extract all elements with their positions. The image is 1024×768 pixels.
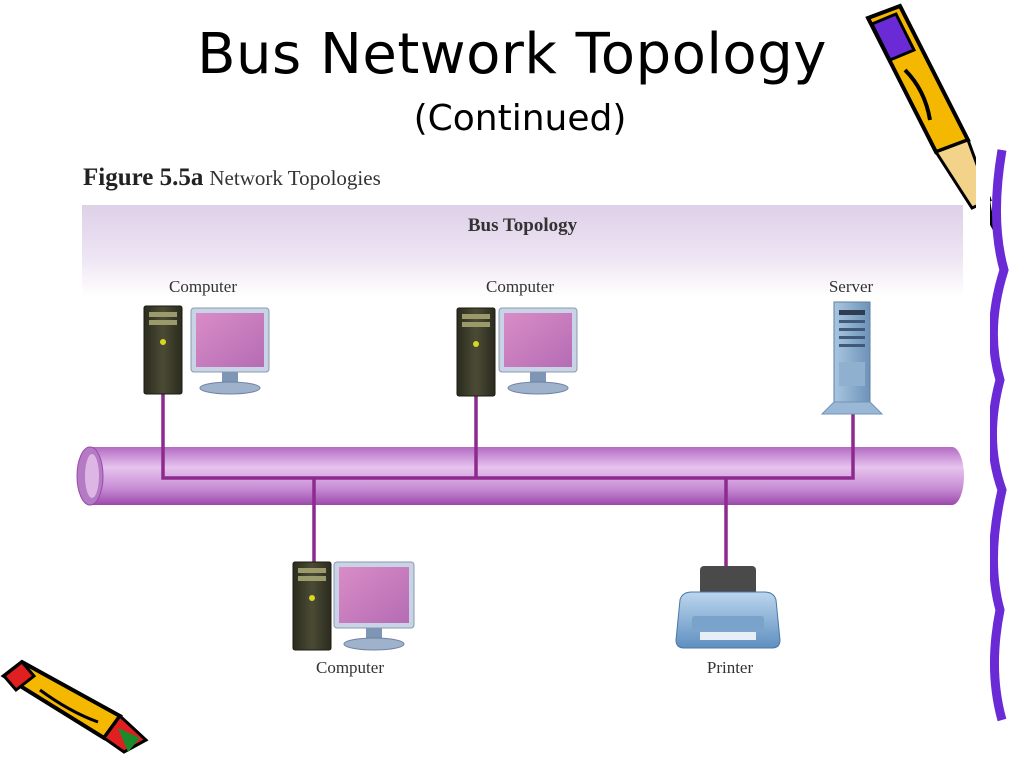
device-label: Computer [316,658,384,677]
device-label: Server [828,277,874,296]
figure-caption-text: Network Topologies [209,166,381,190]
bus-connections [161,388,855,568]
slide-subtitle: (Continued) [413,98,627,139]
panel-title: Bus Topology [467,215,578,236]
computer-icon [143,305,270,395]
figure-number: Figure 5.5a [83,164,204,191]
slide-title: Bus Network Topology [197,22,827,87]
diagram-header-band: Bus Topology [82,205,963,297]
server-icon [820,301,884,415]
device-label: Computer [169,277,237,296]
computer-icon [456,307,578,397]
device-label: Printer [706,658,754,677]
device-label: Computer [486,277,554,296]
printer-icon [675,566,781,649]
computer-icon [292,561,415,651]
bus-cable [76,446,964,506]
